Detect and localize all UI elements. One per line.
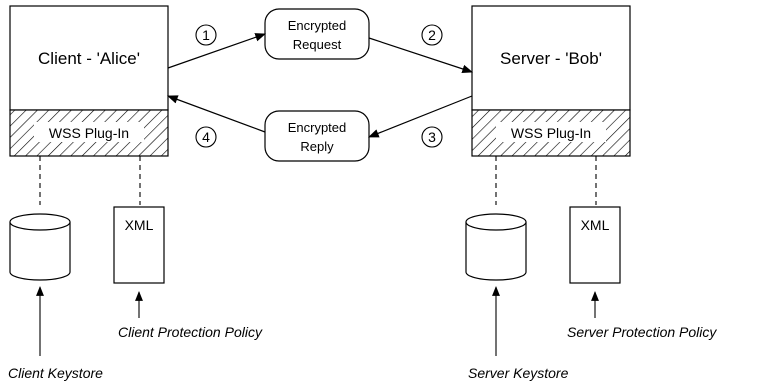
encrypted-request-bubble: Encrypted Request: [264, 8, 370, 60]
server-plugin-label: WSS Plug-In: [511, 125, 591, 141]
client-policy-caption: Client Protection Policy: [118, 324, 263, 340]
encrypted-request-line1: Encrypted: [288, 18, 347, 33]
server-keystore-cylinder: [465, 213, 527, 281]
server-policy-doc-label: XML: [581, 217, 610, 233]
server-box: [471, 5, 631, 111]
arrow-request-to-server: [368, 37, 474, 74]
client-box: [9, 5, 169, 111]
client-policy-doc-label: XML: [125, 217, 154, 233]
server-title: Server - 'Bob': [500, 49, 602, 68]
encrypted-request-line2: Request: [293, 37, 342, 52]
client-title: Client - 'Alice': [38, 49, 140, 68]
client-plugin-label: WSS Plug-In: [49, 125, 129, 141]
server-node: Server - 'Bob' WSS Plug-In: [471, 5, 631, 157]
encrypted-reply-line2: Reply: [300, 139, 334, 154]
step-1-marker: 1: [195, 24, 217, 46]
server-policy-caption: Server Protection Policy: [567, 324, 717, 340]
client-keystore-caption: Client Keystore: [8, 365, 103, 381]
step-2-marker: 2: [421, 24, 443, 46]
step-2-label: 2: [428, 27, 436, 43]
step-4-marker: 4: [195, 126, 217, 148]
client-policy-document: XML: [113, 206, 165, 284]
arrow-server-to-reply: [367, 95, 473, 138]
client-plugin-label-bg: [34, 122, 144, 142]
arrow-client-to-request: [167, 33, 267, 69]
step-3-label: 3: [428, 129, 436, 145]
client-node: Client - 'Alice' WSS Plug-In: [9, 5, 169, 157]
server-keystore-caption: Server Keystore: [468, 365, 569, 381]
encrypted-reply-bubble: Encrypted Reply: [264, 110, 370, 162]
server-plugin-label-bg: [496, 122, 606, 142]
step-4-label: 4: [202, 129, 210, 145]
step-1-label: 1: [202, 27, 210, 43]
step-3-marker: 3: [421, 126, 443, 148]
server-policy-document: XML: [569, 206, 621, 284]
client-keystore-cylinder: [9, 213, 71, 281]
arrow-reply-to-client: [166, 95, 266, 133]
encrypted-reply-line1: Encrypted: [288, 120, 347, 135]
